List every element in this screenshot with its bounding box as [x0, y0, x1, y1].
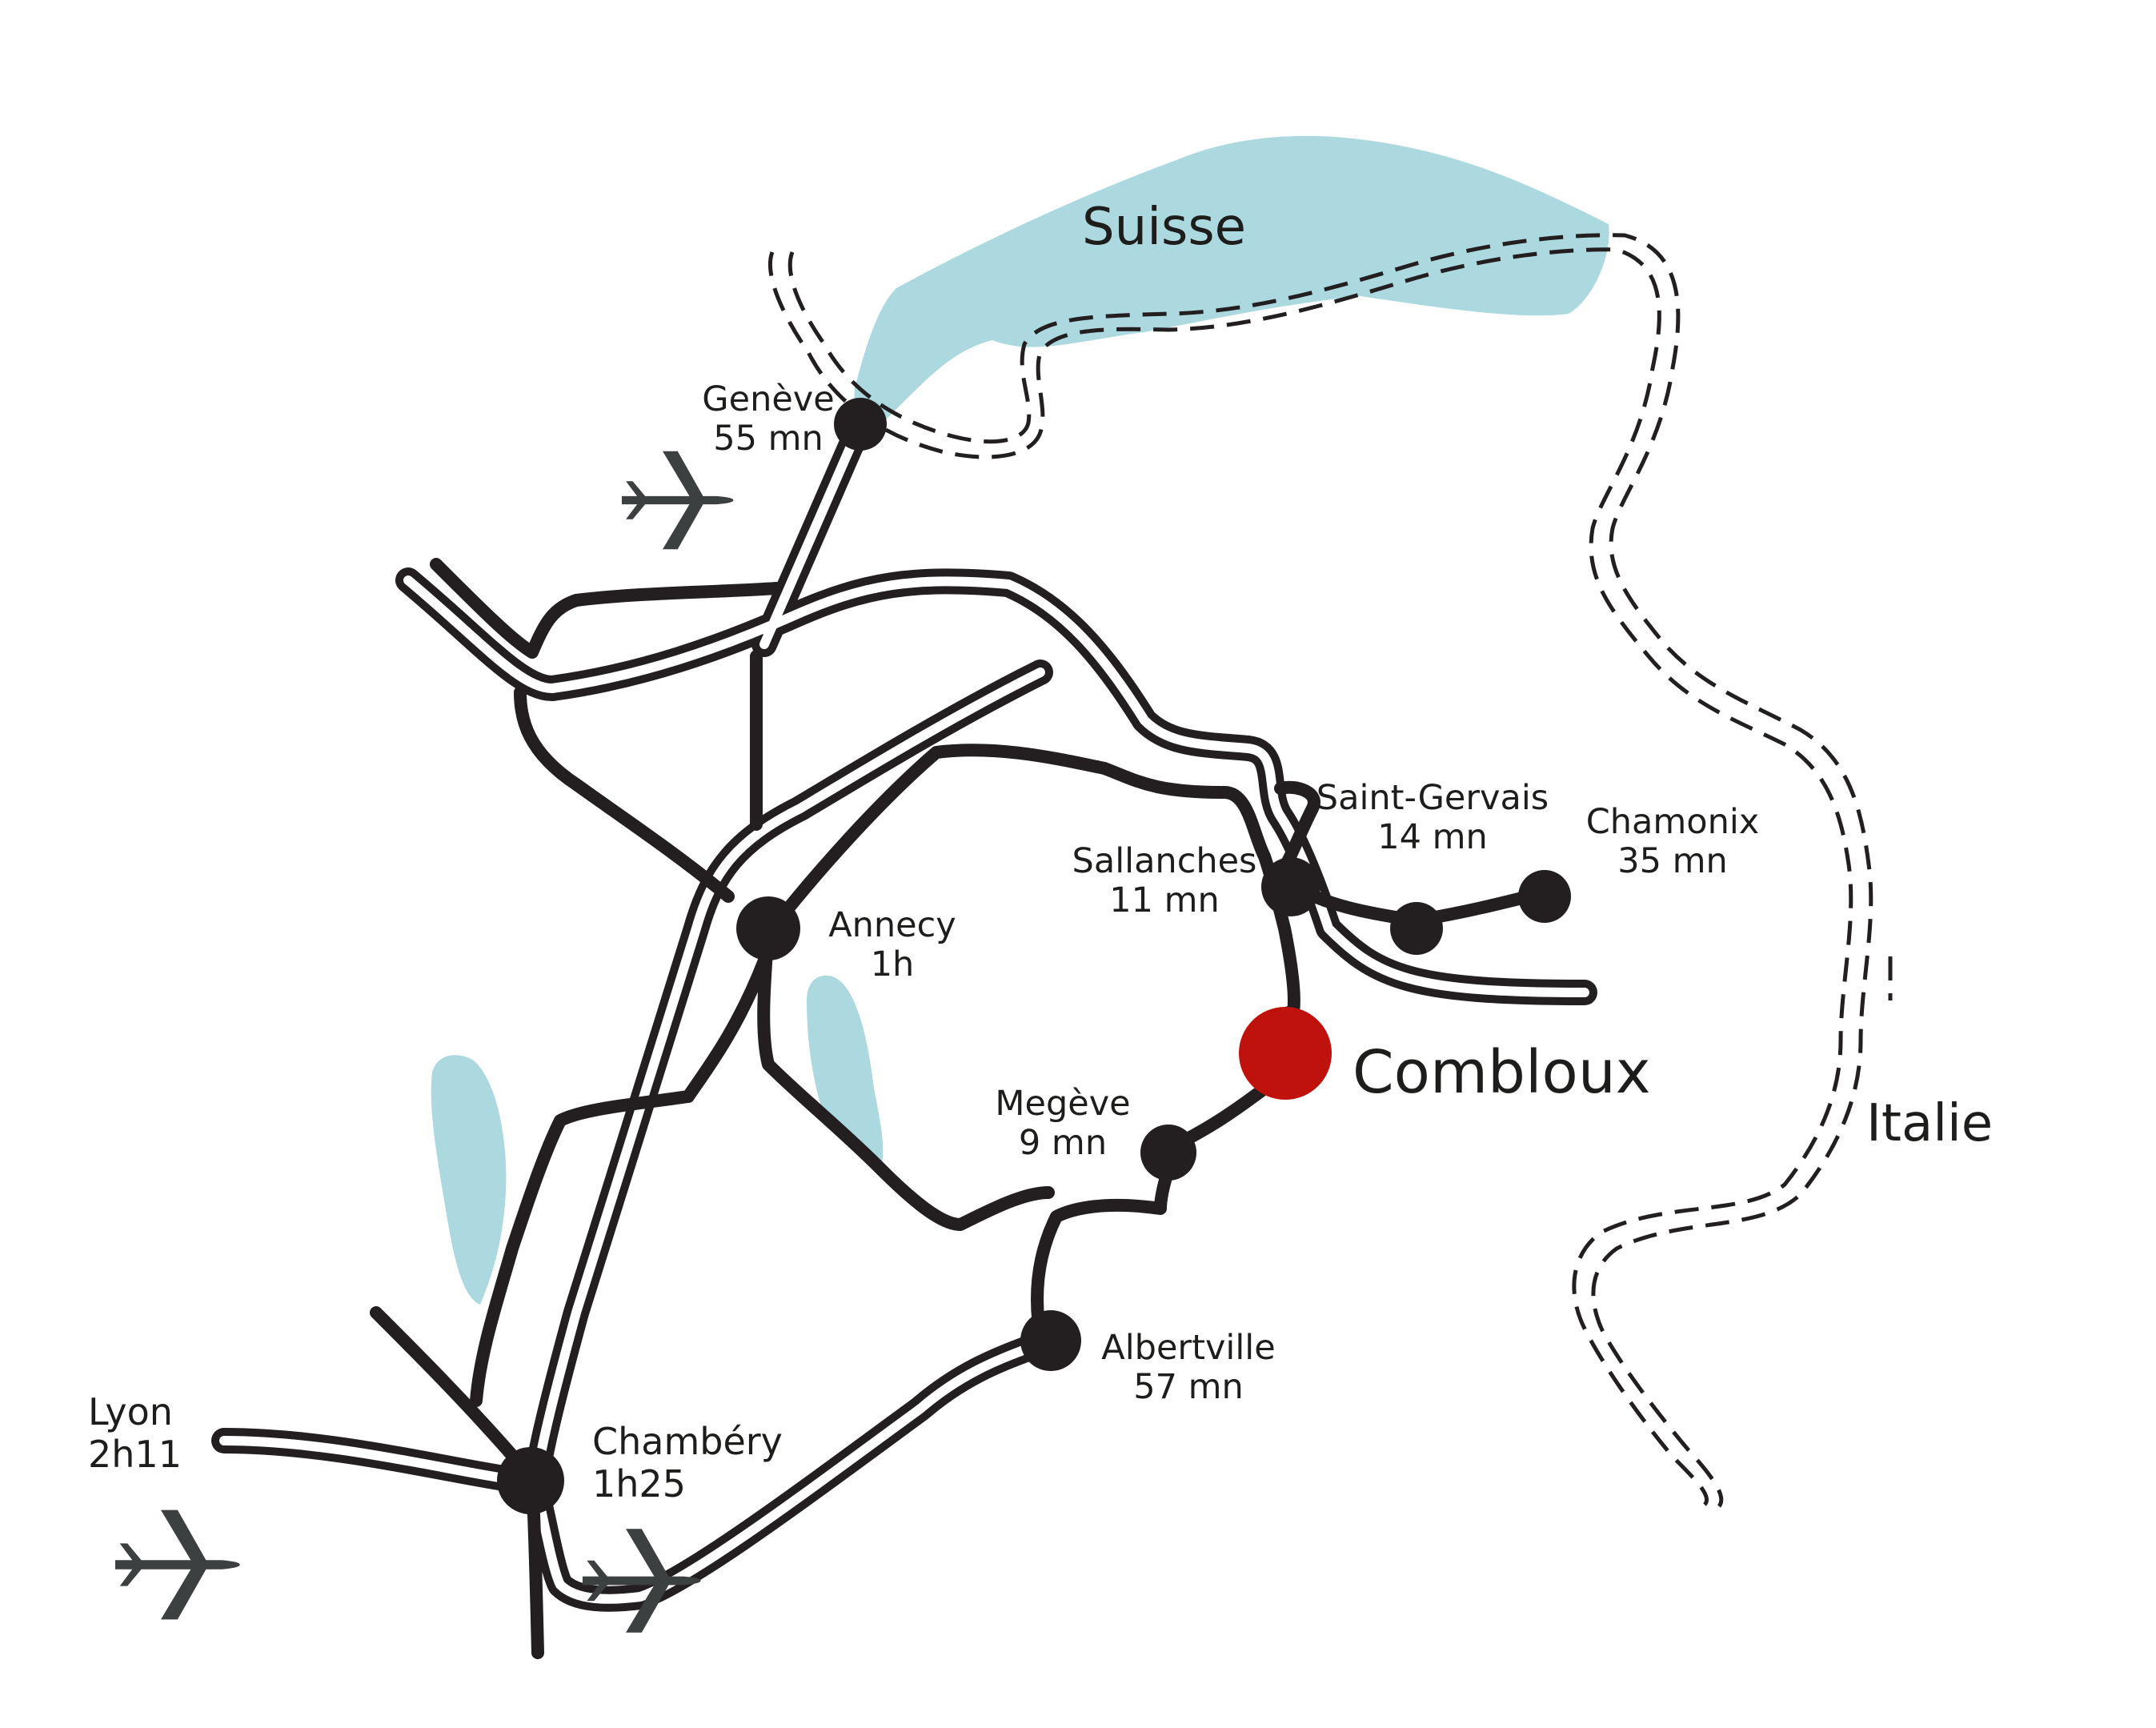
- city-label-chamonix: Chamonix 35 mn: [1573, 802, 1773, 882]
- motorways-inner: [219, 419, 1589, 1604]
- lake-annecy: [807, 975, 884, 1169]
- destination-label: Combloux: [1353, 1038, 1651, 1107]
- city-name: Chamonix: [1585, 802, 1760, 842]
- road-network: [211, 411, 1597, 1659]
- marker-chambery: [497, 1447, 564, 1514]
- marker-annecy: [736, 896, 800, 960]
- country-label-suisse: Suisse: [1082, 198, 1247, 257]
- marker-geneve: [834, 398, 887, 451]
- secondary-roads: [370, 558, 1551, 1659]
- marker-saintgervais: [1390, 902, 1443, 955]
- travel-time: 35 mn: [1617, 841, 1728, 882]
- travel-time: 14 mn: [1377, 817, 1488, 858]
- lake-geneva: [854, 135, 1609, 433]
- airplane-icon: [622, 451, 734, 550]
- city-name: Annecy: [828, 905, 956, 945]
- travel-time: 1h: [870, 944, 915, 985]
- city-label-geneve: Genève 55 mn: [688, 379, 848, 459]
- marker-chamonix: [1518, 870, 1571, 923]
- airplane-icon: [115, 1509, 240, 1620]
- city-label-lyon: Lyon 2h11: [88, 1391, 182, 1476]
- travel-time: 55 mn: [713, 419, 824, 459]
- marker-sallanches: [1261, 857, 1320, 916]
- city-name: Chambéry: [592, 1420, 783, 1463]
- airplane-icon: [583, 1529, 701, 1633]
- travel-time: 9 mn: [1018, 1123, 1108, 1164]
- city-name: Genève: [702, 379, 835, 419]
- city-name: Megève: [995, 1084, 1131, 1124]
- city-label-albertville: Albertville 57 mn: [1084, 1328, 1292, 1408]
- lake-bourget: [431, 1055, 507, 1305]
- city-name: Lyon: [88, 1390, 173, 1433]
- city-label-chambery: Chambéry 1h25: [592, 1421, 783, 1505]
- travel-time: 57 mn: [1133, 1367, 1244, 1408]
- city-label-megeve: Megève 9 mn: [983, 1084, 1143, 1164]
- country-label-italie: Italie: [1866, 1094, 1994, 1153]
- travel-time: 2h11: [88, 1432, 182, 1476]
- city-label-annecy: Annecy 1h: [812, 905, 972, 985]
- city-label-sallanches: Sallanches 11 mn: [1060, 841, 1268, 921]
- city-name: Sallanches: [1072, 841, 1257, 881]
- marker-megeve: [1140, 1125, 1196, 1181]
- city-label-saintgervais: Saint-Gervais 14 mn: [1312, 778, 1553, 858]
- border-france-suisse: [767, 233, 1893, 1508]
- marker-combloux: [1239, 1007, 1332, 1100]
- travel-time: 1h25: [592, 1461, 686, 1505]
- marker-albertville: [1020, 1310, 1081, 1371]
- city-name: Saint-Gervais: [1316, 778, 1549, 818]
- travel-time: 11 mn: [1109, 880, 1220, 921]
- city-name: Albertville: [1101, 1328, 1276, 1368]
- city-markers: [497, 398, 1571, 1514]
